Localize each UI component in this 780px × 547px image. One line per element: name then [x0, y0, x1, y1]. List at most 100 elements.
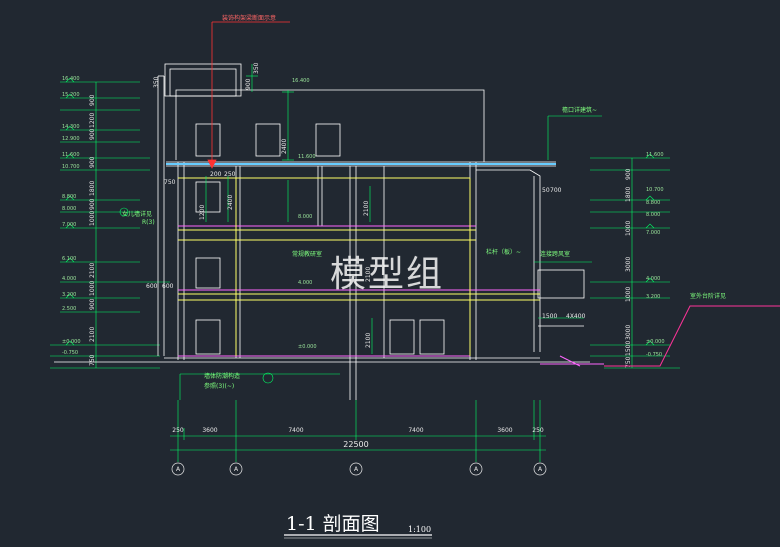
misc-dimension: 600: [146, 283, 158, 290]
misc-dimension: 250: [224, 171, 236, 178]
dimension-segment: 7400: [408, 427, 423, 434]
dimension-value: 1000: [89, 281, 96, 296]
level-label: 4.000: [646, 276, 660, 282]
decorative-section-label: 装饰构架梁断面示意: [222, 14, 276, 22]
bottom-dimensions: [170, 400, 546, 462]
dimension-value: 3000: [625, 325, 632, 340]
dimension-total: 22500: [343, 440, 368, 449]
misc-dimension: 1500: [542, 313, 557, 320]
level-label: 8.800: [646, 200, 660, 206]
axis-bubble: [469, 462, 483, 476]
level-label: 4.000: [62, 276, 76, 282]
interior-level: 16.400: [292, 78, 310, 84]
misc-dimension: 2400: [281, 139, 288, 154]
dimension-value: 1800: [625, 187, 632, 202]
right-elevation-dimensions: [590, 153, 680, 369]
level-label: 3.200: [62, 292, 76, 298]
terrain-line: [604, 305, 780, 367]
misc-dimension: 2100: [365, 267, 372, 282]
dimension-value: 900: [89, 156, 96, 168]
misc-dimension: 4X400: [566, 313, 586, 320]
dimension-value: 2100: [89, 263, 96, 278]
watermark: 模型组: [330, 254, 444, 295]
dimension-segment: 3600: [497, 427, 512, 434]
axis-bubble: [533, 462, 547, 476]
axis-bubble: [229, 462, 243, 476]
axis-label: A: [474, 466, 479, 473]
level-label: 11.600: [646, 152, 664, 158]
dimension-value: 900: [89, 128, 96, 140]
level-label: 2.500: [62, 306, 76, 312]
misc-dimension: 750: [164, 179, 176, 186]
dimension-value: 2100: [89, 327, 96, 342]
level-label: 7.000: [62, 222, 76, 228]
interior-labels: 11.600 8.000 4.000 ±0.000 16.400 350 900…: [146, 62, 586, 350]
right-dimension-values: 900 1800 1000 3000 1000 3000 1500 750: [625, 168, 632, 368]
dimension-value: 900: [89, 298, 96, 310]
eave-detail-note: 檐口详建筑~: [562, 106, 597, 114]
wall-detail-marker: [262, 372, 274, 384]
dimension-value: 1000: [89, 211, 96, 226]
dimension-value: 1000: [625, 287, 632, 302]
dimension-segment: 7400: [288, 427, 303, 434]
axis-label: A: [538, 466, 543, 473]
misc-dimension: 350: [153, 76, 160, 88]
level-label: 6.100: [62, 256, 76, 262]
level-label: 8.800: [62, 194, 76, 200]
dimension-value: 900: [89, 94, 96, 106]
dimension-value: 1200: [89, 113, 96, 128]
misc-dimension: 900: [245, 78, 252, 90]
level-label: 14.300: [62, 124, 80, 130]
dimension-value: 900: [625, 168, 632, 180]
railing-label: 栏杆（板）~: [486, 248, 521, 256]
level-label: 16.400: [62, 76, 80, 82]
misc-dimension: 2100: [365, 333, 372, 348]
bottom-dimension-values: 250 3600 7400 7400 3600 250 22500: [172, 427, 544, 449]
level-label: -0.750: [62, 350, 78, 356]
misc-dimension: 600: [162, 283, 174, 290]
dimension-value: 750: [625, 356, 632, 368]
misc-dimension: 50: [542, 187, 550, 194]
dimension-segment: 250: [532, 427, 544, 434]
axis-markers: [171, 462, 547, 476]
level-label: 10.700: [646, 187, 664, 193]
dimension-value: 1800: [89, 181, 96, 196]
interior-dimension-lines: [179, 64, 602, 400]
dimension-value: 1500: [625, 341, 632, 356]
level-label: 8.000: [646, 212, 660, 218]
dimension-value: 900: [89, 198, 96, 210]
axis-bubble: [171, 462, 185, 476]
dimension-value: 750: [89, 354, 96, 366]
axis-label: A: [354, 466, 359, 473]
level-label: 12.900: [62, 136, 80, 142]
misc-dimension: 2400: [227, 195, 234, 210]
level-label: 15.200: [62, 92, 80, 98]
misc-dimension: 2100: [363, 201, 370, 216]
connecting-link-label: 连接跨风室: [540, 250, 570, 258]
left-parapet-note: 女儿墙详见: [122, 210, 152, 218]
floor-slabs: [166, 163, 604, 367]
left-detail-marker: [119, 207, 129, 217]
corridor-room-label: 常规教研室: [292, 250, 322, 258]
level-label: ±0.000: [646, 339, 665, 345]
drawing-title: 1-1 剖面图: [286, 513, 380, 535]
misc-dimension: 700: [550, 187, 562, 194]
axis-label: A: [234, 466, 239, 473]
level-label: ±0.000: [62, 339, 81, 345]
level-label: -0.750: [646, 352, 662, 358]
axis-bubble: [349, 462, 363, 476]
dimension-value: 3000: [625, 257, 632, 272]
level-label: 3.200: [646, 294, 660, 300]
interior-level: ±0.000: [298, 344, 317, 350]
building-structure: [54, 63, 590, 400]
wall-ref-label: 参照(3)(~): [204, 382, 234, 390]
interior-level: 11.600: [298, 154, 316, 160]
interior-level: 4.000: [298, 280, 312, 286]
interior-level: 8.000: [298, 214, 312, 220]
left-elevation-dimensions: [50, 77, 170, 369]
misc-dimension: 1200: [199, 205, 206, 220]
level-label: 11.600: [62, 152, 80, 158]
decorative-section-leader: [207, 21, 290, 169]
